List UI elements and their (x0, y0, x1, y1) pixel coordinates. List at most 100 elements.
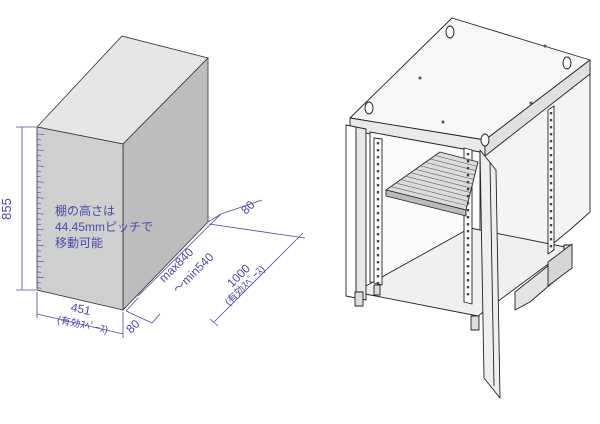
pitch-tick (36, 165, 45, 167)
pitch-tick (36, 239, 42, 241)
rail-hole (376, 156, 380, 159)
front-door (479, 149, 501, 399)
rail-hole (466, 160, 470, 163)
shelf-slat (435, 155, 477, 167)
rail-hole (549, 245, 553, 248)
cabinet-top-side-lip (484, 59, 591, 157)
shelf-slat (425, 162, 475, 176)
pitch-tick (36, 170, 42, 172)
rail-hole (549, 140, 553, 143)
note-line-1: 棚の高さは (55, 203, 115, 218)
pitch-tick (36, 271, 42, 273)
front-frame-left (355, 126, 367, 301)
lifting-eye-back-left (445, 25, 455, 39)
rail-hole (466, 167, 470, 170)
pitch-tick (36, 181, 45, 183)
pitch-tick (36, 255, 42, 257)
height-value: 855 (0, 198, 14, 220)
rail-hole (549, 224, 553, 227)
front-left-post (345, 124, 357, 299)
rack-cabinet (345, 17, 591, 399)
rail-hole (376, 240, 380, 243)
shelf-slat (410, 172, 472, 189)
pitch-tick (36, 282, 42, 284)
pitch-tick (36, 144, 42, 146)
rail-hole (549, 112, 553, 115)
rail-hole (466, 279, 470, 282)
pitch-tick (36, 192, 42, 194)
leg-front-left (354, 291, 364, 307)
width-value: 451 (70, 300, 93, 318)
rail-hole (376, 170, 380, 173)
rail-hole (466, 272, 470, 275)
rail-hole (376, 261, 380, 264)
pitch-tick (36, 245, 45, 247)
pitch-tick (36, 160, 42, 162)
rail-hole (549, 196, 553, 199)
lifting-eye-back-right (562, 56, 572, 70)
pitch-tick (36, 260, 45, 263)
rail-hole (376, 205, 380, 208)
rail-hole (549, 238, 553, 241)
shelf-slat (415, 168, 473, 185)
rail-hole (376, 268, 380, 271)
depth-front-value: 80 (123, 317, 143, 337)
rail-hole (549, 231, 553, 234)
rail-hole (466, 209, 470, 212)
rail-hole (549, 154, 553, 157)
shelf-slat (390, 186, 468, 206)
rail-hole (466, 216, 470, 219)
rail-hole (376, 212, 380, 215)
rail-hole (466, 202, 470, 205)
rail-hole (376, 163, 380, 166)
rail-hole (466, 195, 470, 198)
rail-hole (549, 189, 553, 192)
pitch-tick (36, 276, 45, 278)
leg-front-right (470, 315, 480, 331)
width-dimension (36, 292, 124, 338)
rail-hole (549, 161, 553, 164)
note-line-2: 44.45mmピッチで (55, 220, 153, 234)
height-dimension (16, 126, 36, 291)
shelf-front-edge (385, 189, 467, 217)
pitch-tick (36, 197, 45, 199)
pitch-tick (36, 139, 42, 141)
shelf-slat (405, 175, 471, 193)
pitch-tick (36, 229, 45, 231)
pitch-tick (36, 250, 42, 252)
rail-hole (376, 233, 380, 236)
side-bracket-plate (547, 243, 573, 287)
pitch-tick (36, 213, 45, 215)
lifting-eye-front-left (364, 101, 374, 115)
rail-hole (549, 147, 553, 150)
rail-hole (466, 153, 470, 156)
lifting-eyes (364, 25, 572, 147)
rail-left-front (373, 137, 383, 286)
rail-hole (466, 265, 470, 268)
rail-hole (549, 119, 553, 122)
lifting-eye-front-right (480, 133, 490, 147)
leg-back-left (373, 284, 381, 296)
pitch-tick (36, 207, 42, 210)
rail-hole (376, 149, 380, 152)
rail-hole (466, 223, 470, 226)
rail-hole (549, 133, 553, 136)
rail-hole (549, 168, 553, 171)
rail-hole (549, 182, 553, 185)
pitch-tick (36, 186, 42, 188)
pitch-tick (36, 154, 42, 157)
rail-hole (466, 244, 470, 247)
rail-hole (466, 251, 470, 254)
pitch-tick (36, 133, 45, 135)
rail-hole (376, 191, 380, 194)
rail-hole (376, 226, 380, 229)
rail-hole (376, 177, 380, 180)
rail-hole (549, 217, 553, 220)
rail-hole (466, 237, 470, 240)
note-line-3: 移動可能 (55, 236, 103, 250)
rail-hole (549, 126, 553, 129)
rail-hole (376, 282, 380, 285)
shelf-slat (420, 165, 474, 180)
